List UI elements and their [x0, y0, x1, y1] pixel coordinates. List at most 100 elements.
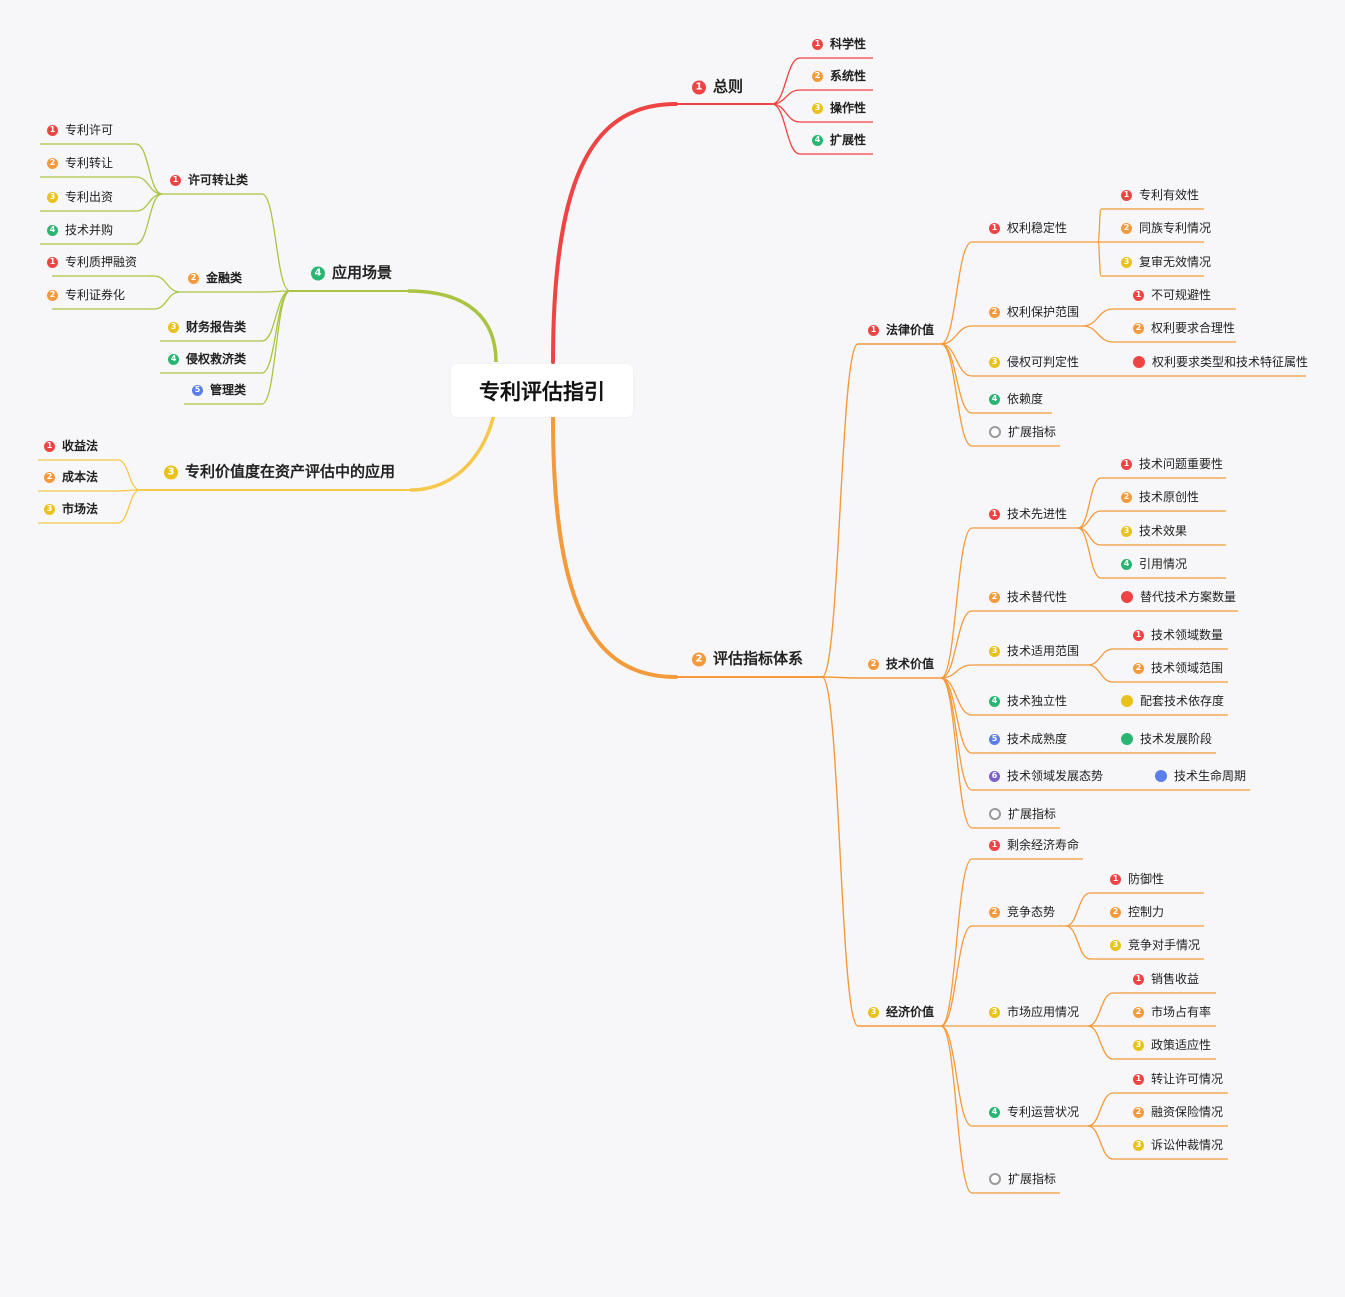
topic-label: 管理类 [210, 383, 247, 397]
topic-label: 技术成熟度 [1007, 732, 1068, 746]
number-badge-icon: 1 [989, 222, 1000, 234]
number-badge-icon: 3 [989, 356, 1000, 368]
connector [117, 489, 141, 524]
kuozhan-topic[interactable]: 扩展指标 [989, 426, 1056, 438]
leaf-topic[interactable]: 替代技术方案数量 [1121, 591, 1236, 603]
branch-zongze-line [551, 102, 678, 364]
topic-label: 金融类 [206, 271, 243, 285]
leaf-topic[interactable]: 权利要求类型和技术特征属性 [1133, 356, 1308, 368]
connector [261, 290, 291, 374]
connector [940, 925, 973, 1027]
number-badge-icon: 2 [47, 289, 58, 301]
leaf-topic[interactable]: 技术生命周期 [1155, 770, 1246, 782]
number-badge-icon: 1 [1110, 873, 1121, 885]
extension-icon [989, 808, 1001, 820]
topic-label: 专利运营状况 [1007, 1105, 1080, 1119]
kuozhan-topic[interactable]: 扩展指标 [989, 1173, 1056, 1185]
root-topic[interactable]: 专利评估指引 [451, 364, 633, 417]
leaf-topic[interactable]: 2 控制力 [1110, 906, 1164, 918]
kuozhan-topic[interactable]: 扩展指标 [989, 808, 1056, 820]
topic-label: 权利要求合理性 [1151, 321, 1236, 335]
number-badge-icon: 3 [1110, 939, 1121, 951]
number-badge-icon: 2 [1110, 906, 1121, 918]
leaf-topic[interactable]: 技术发展阶段 [1121, 733, 1212, 745]
topic-label: 系统性 [830, 69, 867, 83]
dot-marker-icon [1121, 591, 1133, 603]
topic-label: 融资保险情况 [1151, 1105, 1224, 1119]
topic-label: 引用情况 [1139, 557, 1188, 571]
number-badge-icon: 2 [1121, 491, 1132, 503]
number-badge-icon: 1 [170, 174, 181, 186]
number-badge-icon: 3 [164, 465, 178, 479]
topic-label: 侵权救济类 [186, 352, 247, 366]
leaf-topic[interactable]: 配套技术依存度 [1121, 695, 1224, 707]
number-badge-icon: 3 [1121, 525, 1132, 537]
connector [1082, 325, 1114, 343]
connector [153, 275, 181, 293]
number-badge-icon: 2 [1121, 222, 1132, 234]
topic-label: 控制力 [1128, 905, 1165, 919]
topic-label: 技术原创性 [1139, 490, 1200, 504]
number-badge-icon: 4 [989, 695, 1000, 707]
leaf-topic[interactable]: 2 技术原创性 [1121, 491, 1199, 503]
